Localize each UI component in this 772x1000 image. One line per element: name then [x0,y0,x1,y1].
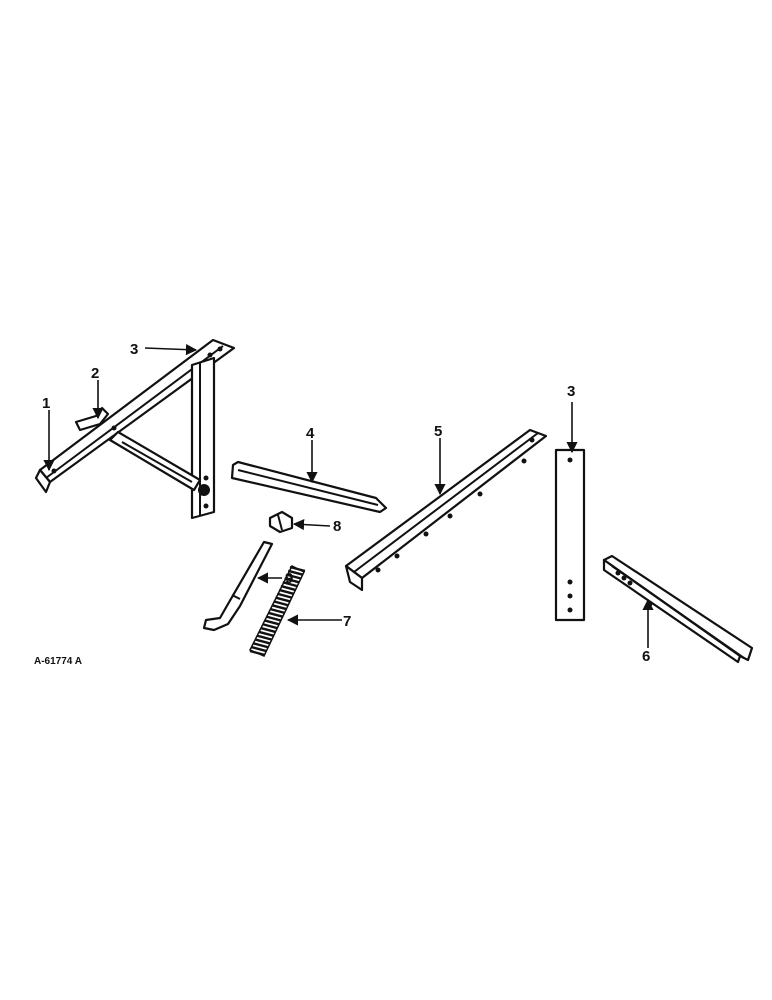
coil-spring-part-7 [248,564,306,657]
spring-coil [284,577,300,584]
spring-coil [256,634,273,641]
callout-4: 4 [306,425,315,442]
callout-8: 8 [333,518,341,535]
leader-lines [43,344,654,648]
spring-coil [267,611,284,618]
diagonal-brace [108,430,202,492]
angle-bar-part-5 [344,428,548,592]
spring-coil [258,630,275,638]
callout-9: 9 [285,570,293,587]
spring-coil [255,638,271,645]
spring-coil [271,604,288,611]
callout-1: 1 [42,395,50,412]
spring-coil [260,626,277,634]
spring-coil [286,573,302,580]
callout-2: 2 [91,365,99,382]
hook-rod-part-9 [202,540,274,632]
spring-coil [264,619,280,626]
spring-coil [249,649,266,657]
spring-coil [282,581,299,588]
upright-part-3-left [190,356,216,520]
callout-3-left: 3 [130,341,138,358]
figure-id: A-61774 A [34,656,82,667]
spring-coil [275,596,291,603]
spring-coil [273,600,289,607]
spring-coil [262,623,279,630]
spring-coil [278,588,295,596]
strap-part-3-right [554,448,586,622]
callout-6: 6 [642,648,650,665]
callout-7: 7 [343,613,351,630]
spring-coil [266,615,282,622]
spring-coil [289,565,306,573]
clip-part-8 [268,510,294,534]
spring-coil [287,569,304,576]
spring-coil [269,607,286,615]
angle-piece-part-4 [230,460,388,514]
spring-coil [253,642,269,649]
slotted-angle-part-6 [602,554,754,664]
spring-coil [280,584,297,592]
callout-5: 5 [434,423,442,440]
callout-3-right: 3 [567,383,575,400]
spring-coil [276,592,293,599]
spring-coil [251,646,268,653]
